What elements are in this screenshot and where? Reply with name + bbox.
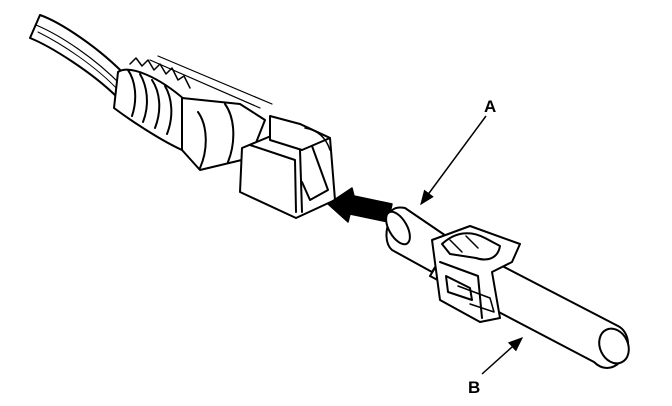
seal-sleeve-assembly [385,206,630,369]
leader-line-b [481,336,524,375]
tube-end [598,327,630,365]
insertion-arrow [327,187,393,223]
callout-label-a: A [484,97,496,116]
callout-leaders [420,115,524,375]
wire-terminal-assembly [29,14,336,219]
leader-line-a [420,115,487,206]
callout-label-b: B [468,378,480,397]
